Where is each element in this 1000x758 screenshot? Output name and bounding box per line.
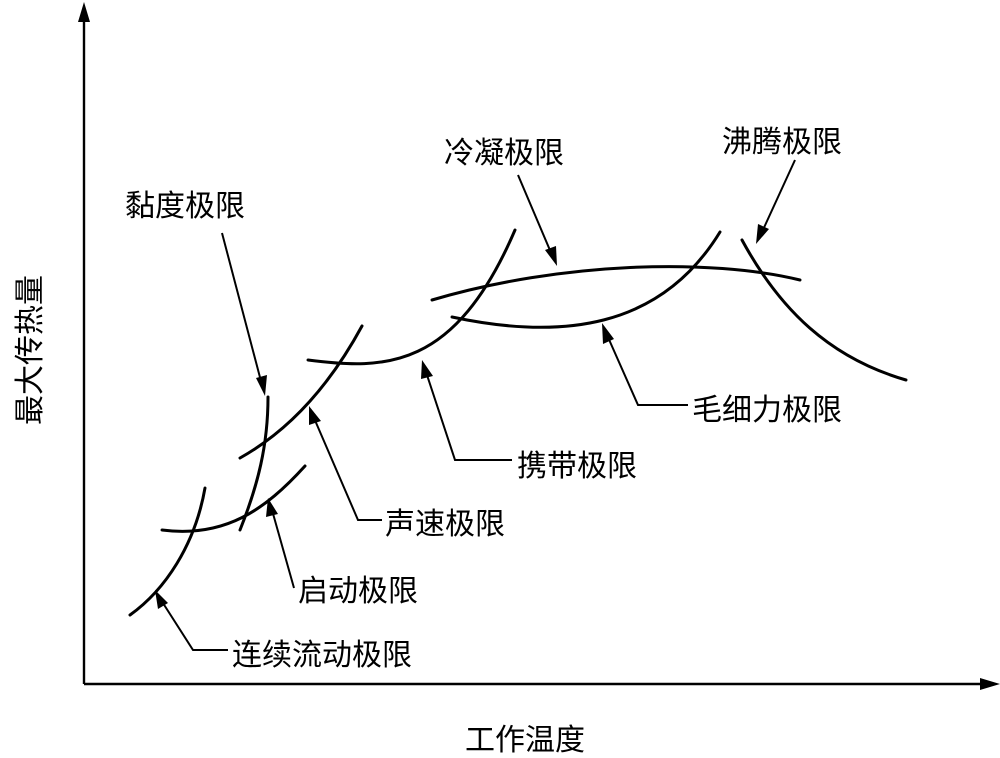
capillary-leader bbox=[606, 334, 688, 406]
leaders bbox=[155, 159, 796, 651]
continuum-flow-limit-curve bbox=[128, 486, 207, 617]
sonic-leader bbox=[313, 417, 382, 521]
sonic-limit-curve bbox=[238, 324, 364, 460]
y-axis-label: 最大传热量 bbox=[13, 275, 48, 425]
limit-labels: 黏度极限 冷凝极限 沸腾极限 毛细力极限 携带极限 声速极限 启动极限 连续流动… bbox=[125, 125, 842, 673]
boiling-leader bbox=[761, 159, 796, 233]
condensation-leader-arrow bbox=[545, 246, 557, 266]
boiling-limit-curve bbox=[740, 238, 908, 382]
viscous-leader-arrow bbox=[256, 375, 267, 396]
viscous-limit-label: 黏度极限 bbox=[125, 189, 245, 224]
x-axis-arrowhead bbox=[980, 678, 1000, 690]
entrainment-limit-curve bbox=[306, 228, 517, 366]
capillary-leader-arrow bbox=[602, 323, 614, 344]
entrainment-leader-arrow bbox=[421, 360, 433, 379]
limit-curves bbox=[128, 228, 908, 617]
startup-limit-curve bbox=[160, 464, 307, 533]
boiling-limit-label: 沸腾极限 bbox=[722, 125, 842, 160]
x-axis-label: 工作温度 bbox=[465, 723, 585, 758]
capillary-limit-label: 毛细力极限 bbox=[692, 393, 842, 428]
condensation-leader bbox=[517, 174, 553, 256]
condensation-limit-label: 冷凝极限 bbox=[444, 136, 564, 171]
boiling-leader-arrow bbox=[756, 224, 769, 244]
startup-leader bbox=[271, 509, 295, 589]
entrainment-leader bbox=[425, 371, 512, 461]
continuum-flow-limit-label: 连续流动极限 bbox=[232, 638, 412, 673]
capillary-limit-curve bbox=[450, 230, 722, 329]
startup-limit-label: 启动极限 bbox=[298, 574, 418, 609]
continuum-leader-arrow bbox=[155, 590, 168, 609]
viscous-leader bbox=[221, 232, 263, 386]
continuum-leader bbox=[160, 599, 228, 651]
sonic-leader-arrow bbox=[309, 406, 321, 425]
sonic-limit-label: 声速极限 bbox=[385, 507, 505, 542]
viscous-limit-curve bbox=[238, 395, 270, 532]
entrainment-limit-label: 携带极限 bbox=[517, 449, 637, 484]
axes bbox=[78, 2, 1000, 690]
y-axis-arrowhead bbox=[78, 2, 90, 22]
startup-leader-arrow bbox=[266, 498, 278, 517]
